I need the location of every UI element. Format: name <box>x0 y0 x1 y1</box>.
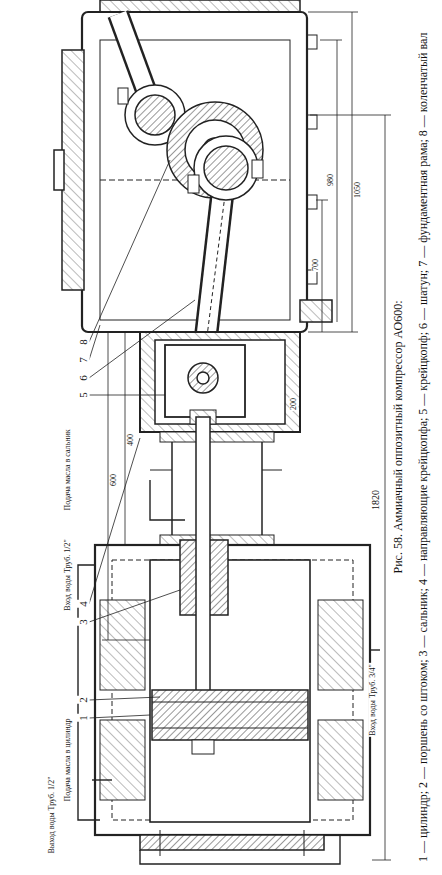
dimension-value: 700 <box>311 258 320 272</box>
leader-line <box>89 160 195 718</box>
callout-number: 3 <box>77 618 90 626</box>
callout-number: 8 <box>77 338 90 346</box>
water-outlet-note: Выход воды Труб. 1/2" <box>47 775 56 854</box>
dimension-value: 1820 <box>370 489 382 511</box>
piston-with-rod <box>152 417 308 754</box>
dimension-value: 1050 <box>353 181 362 199</box>
foundation-frame <box>54 0 332 332</box>
cylinder <box>95 545 370 856</box>
callout-number: 6 <box>77 374 90 382</box>
oil-supply-note: Подача масла в цилиндр <box>63 717 72 802</box>
callout-number: 2 <box>77 696 90 704</box>
callout-number: 5 <box>77 391 90 399</box>
distance-piece <box>150 432 282 545</box>
callout-number: 4 <box>77 600 90 608</box>
water-inlet-note: Вход воды Труб. 3/4" <box>368 663 377 737</box>
crosshead-guide <box>140 332 300 432</box>
oil-supply-note: Подача масла в сальник <box>63 428 72 511</box>
dimension-line <box>102 12 391 860</box>
water-pipe <box>78 480 380 864</box>
callout-number: 7 <box>77 356 90 364</box>
callout-number: 1 <box>77 714 90 722</box>
figure-caption: Рис. 58. Аммиачный оппозитный компрессор… <box>392 300 406 575</box>
dimension-value: 600 <box>109 473 118 487</box>
dimension-value: 400 <box>126 433 135 447</box>
crosshead <box>165 345 245 424</box>
water-inlet-note: Вход воды Труб. 1/2" <box>63 538 72 612</box>
parts-list: 1 — цилиндр; 2 — поршень со штоком; 3 — … <box>417 11 431 863</box>
dimension-value: 200 <box>289 397 298 411</box>
dimension-value: 980 <box>326 173 335 187</box>
